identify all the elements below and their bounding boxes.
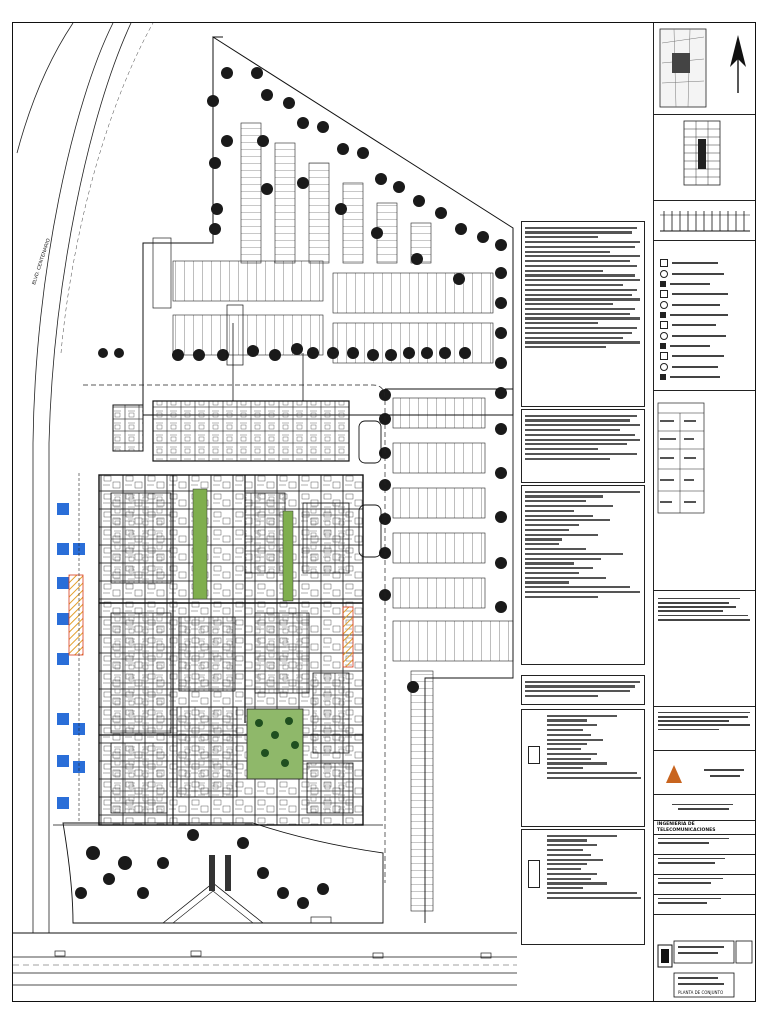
notes-box-2 <box>521 409 645 483</box>
data-table <box>654 391 755 591</box>
discipline-title: INGENIERIA DE TELECOMUNICACIONES <box>657 822 716 833</box>
drawing-sheet: BLVD. CENTENARIO <box>12 22 756 1002</box>
plan-name: PLANTA DE CONJUNTO <box>678 990 724 995</box>
discipline-cell: INGENIERIA DE TELECOMUNICACIONES <box>654 821 755 835</box>
revision-notes <box>654 591 755 707</box>
firm-logo-cell <box>654 751 755 795</box>
north-arrow-icon <box>730 35 746 93</box>
title-block-column: INGENIERIA DE TELECOMUNICACIONES PLANTA … <box>653 23 755 1001</box>
fence-elevation-cell <box>654 201 755 241</box>
company-logo-icon <box>666 765 744 783</box>
sheet-title-cell: PLANTA DE CONJUNTO <box>654 915 755 999</box>
site-plan: BLVD. CENTENARIO <box>13 23 517 986</box>
institution-logo-icon <box>657 944 673 968</box>
symbology-legend <box>654 241 755 391</box>
road-label: BLVD. CENTENARIO <box>31 238 52 286</box>
location-map-cell <box>654 23 755 115</box>
legal-notes <box>654 707 755 751</box>
notes-box-5 <box>521 709 645 827</box>
key-plan-cell <box>654 115 755 201</box>
notes-box-3 <box>521 485 645 665</box>
notes-box-4 <box>521 675 645 705</box>
notes-column <box>517 219 649 945</box>
notes-box-6 <box>521 829 645 945</box>
general-notes-box <box>521 221 645 407</box>
project-title-cell <box>654 795 755 821</box>
